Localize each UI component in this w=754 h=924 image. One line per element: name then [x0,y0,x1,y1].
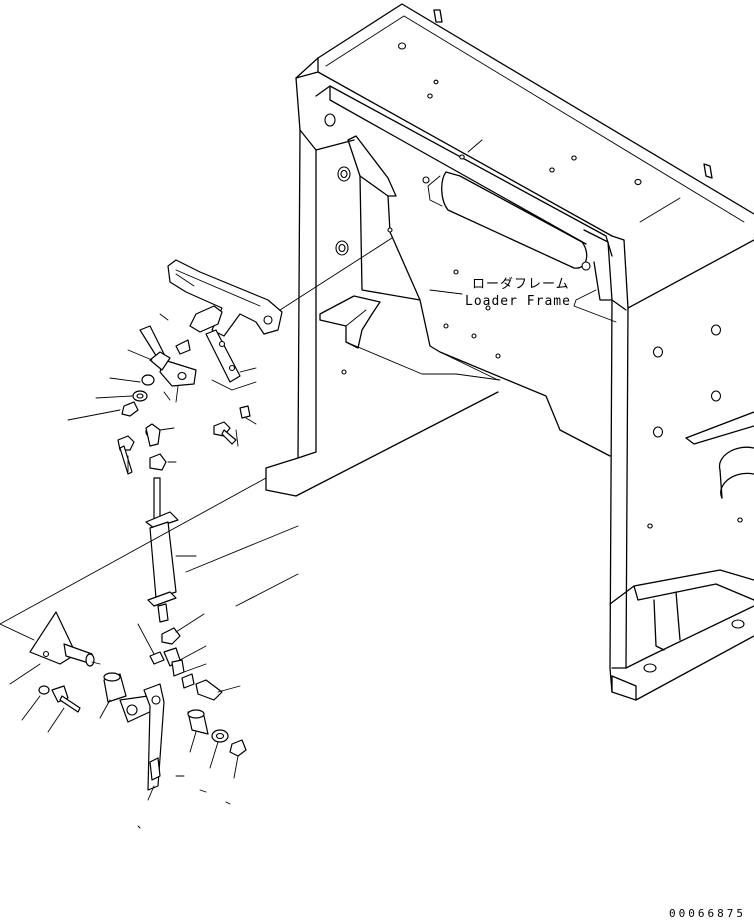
small-hardware-lower [38,627,247,757]
small-hardware-upper [117,339,251,475]
frame-holes [324,42,745,673]
callout-leader [573,289,617,323]
link-bracket [139,325,197,387]
pedal-lever [167,259,283,383]
damper-rod [145,477,179,623]
leader-lines [9,273,257,829]
callout-label-english: Loader Frame [465,294,571,309]
assembly-phantom-lines [0,237,501,641]
loader-frame [265,3,754,701]
drawing-number: 00066875 [669,907,746,920]
callout-label-japanese: ローダフレーム [472,277,570,292]
pivot-bracket [29,611,165,791]
